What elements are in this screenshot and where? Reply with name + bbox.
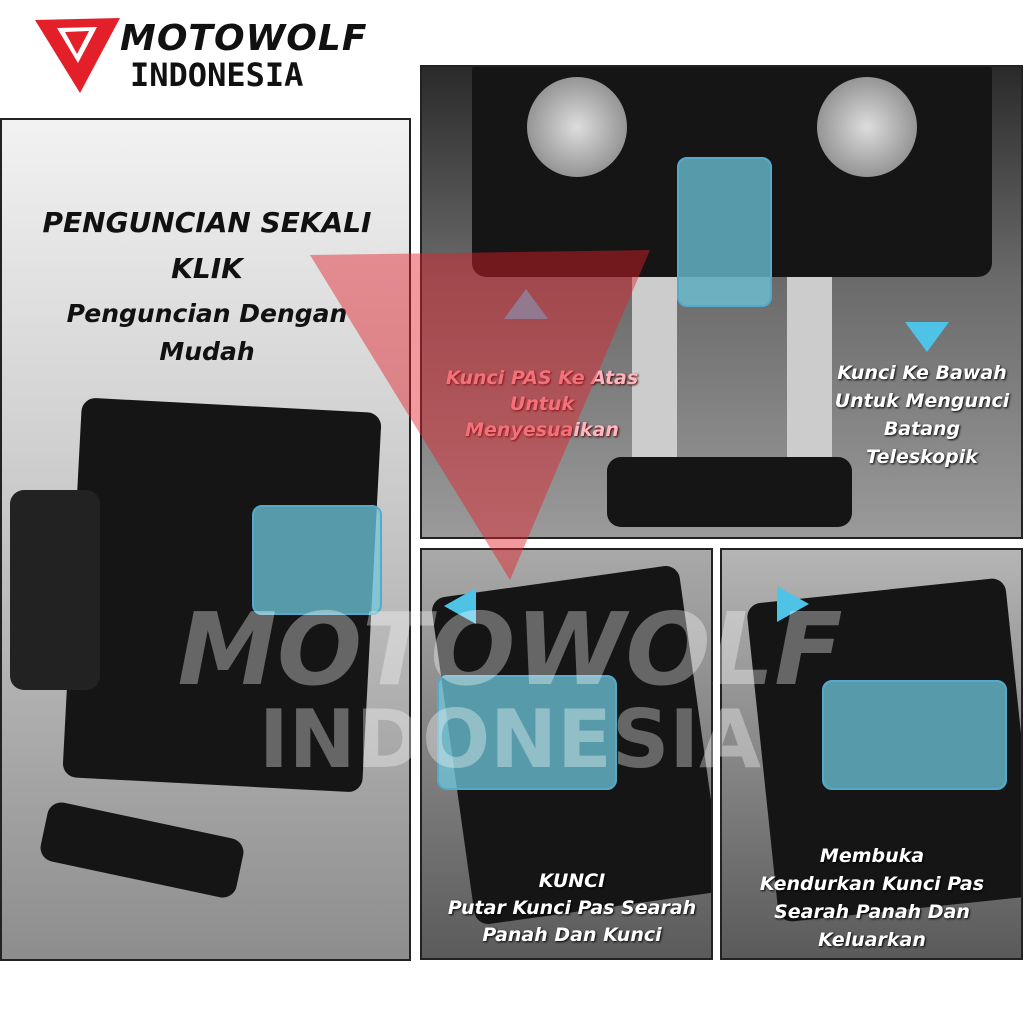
holder-base bbox=[37, 799, 247, 901]
brand-name: MOTOWOLF bbox=[120, 18, 368, 59]
mount-foot bbox=[607, 457, 852, 527]
caption-line: Kendurkan Kunci Pas bbox=[759, 873, 985, 895]
caption-line: Keluarkan bbox=[818, 929, 926, 951]
bottom-right-panel: Membuka Kendurkan Kunci Pas Searah Panah… bbox=[720, 548, 1023, 960]
brand-subtitle: INDONESIA bbox=[130, 56, 304, 94]
arrow-right-icon bbox=[777, 586, 809, 622]
top-panel: Kunci PAS Ke Atas Untuk Menyesuaikan Kun… bbox=[420, 65, 1023, 539]
caption-line: KUNCI bbox=[538, 870, 606, 892]
brand-logo: MOTOWOLF INDONESIA bbox=[35, 18, 375, 94]
lock-clip bbox=[252, 505, 382, 615]
wolf-logo-icon bbox=[35, 18, 120, 93]
bolt-left bbox=[527, 77, 627, 177]
caption-line: Membuka bbox=[819, 845, 925, 867]
bottom-left-panel: KUNCI Putar Kunci Pas Searah Panah Dan K… bbox=[420, 548, 713, 960]
left-subtitle: Penguncian Dengan Mudah bbox=[66, 299, 348, 366]
caption-line: Putar Kunci Pas Searah bbox=[447, 897, 697, 919]
arrow-down-icon bbox=[905, 322, 949, 352]
caption-line: Searah Panah Dan bbox=[774, 901, 970, 923]
caption-line: Untuk Mengunci bbox=[834, 390, 1010, 412]
caption-line: Untuk bbox=[509, 393, 575, 415]
bottom-right-caption: Membuka Kendurkan Kunci Pas Searah Panah… bbox=[722, 842, 1021, 954]
caption-line: Panah Dan Kunci bbox=[482, 924, 662, 946]
lock-clip bbox=[822, 680, 1007, 790]
caption-line: Kunci Ke Bawah bbox=[837, 362, 1007, 384]
bolt-right bbox=[817, 77, 917, 177]
caption-line: Teleskopik bbox=[866, 446, 978, 468]
caption-line: Menyesuaikan bbox=[465, 419, 619, 441]
bottom-left-caption: KUNCI Putar Kunci Pas Searah Panah Dan K… bbox=[422, 868, 711, 949]
left-panel: PENGUNCIAN SEKALI KLIK Penguncian Dengan… bbox=[0, 118, 411, 961]
caption-line: Batang bbox=[883, 418, 961, 440]
holder-arm bbox=[10, 490, 100, 690]
lock-clip bbox=[677, 157, 772, 307]
caption-line: Kunci PAS Ke Atas bbox=[445, 367, 639, 389]
rod-right bbox=[787, 277, 832, 477]
arrow-up-icon bbox=[504, 289, 548, 319]
rod-left bbox=[632, 277, 677, 477]
left-title: PENGUNCIAN SEKALI KLIK bbox=[42, 206, 372, 285]
right-caption: Kunci Ke Bawah Untuk Mengunci Batang Tel… bbox=[822, 359, 1021, 471]
arrow-left-icon bbox=[444, 588, 476, 624]
lock-clip bbox=[437, 675, 617, 790]
left-caption: Kunci PAS Ke Atas Untuk Menyesuaikan bbox=[422, 365, 662, 443]
